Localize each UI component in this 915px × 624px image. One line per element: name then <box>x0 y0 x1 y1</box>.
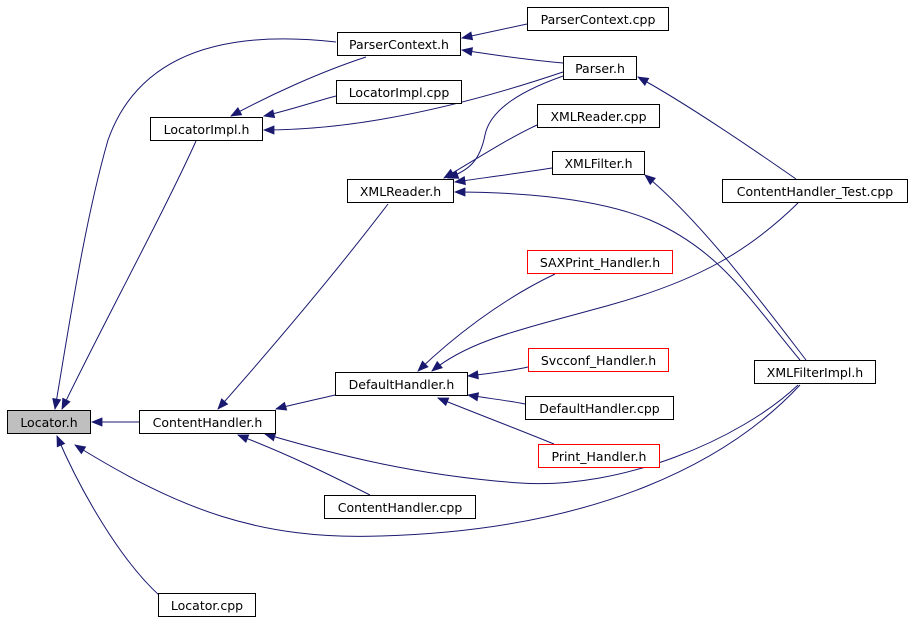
edge-locatorimpl-cpp-to-locatorimpl-h <box>263 95 337 117</box>
edge-parser-h-to-parsercontext-h <box>461 49 564 64</box>
edge-xmlfilter-h-to-xmlreader-h <box>454 167 553 183</box>
edge-defaulthandler-cpp-to-defaulthandler-h-arrowhead <box>466 392 480 402</box>
edge-xmlfilterimpl-h-to-locator-h-arrowhead <box>74 444 87 455</box>
edge-xmlfilter-h-to-xmlreader-h-arrowhead <box>453 175 466 186</box>
edge-locatorimpl-h-to-locator-h-arrowhead <box>61 397 71 410</box>
edge-parsercontext-h-to-locatorimpl-h-arrowhead <box>230 107 243 117</box>
node-locatorimpl-h[interactable]: LocatorImpl.h <box>150 117 263 141</box>
edge-print-handler-h-to-defaulthandler-h <box>437 397 555 445</box>
edge-contenthandler-cpp-to-contenthandler-h-arrowhead <box>236 434 250 444</box>
node-saxprint-handler-h[interactable]: SAXPrint_Handler.h <box>527 250 673 274</box>
edge-xmlfilterimpl-h-to-locator-h <box>74 384 801 537</box>
edge-xmlfilterimpl-h-to-xmlfilter-h <box>644 174 807 361</box>
node-defaulthandler-h[interactable]: DefaultHandler.h <box>335 372 468 396</box>
edge-parsercontext-h-to-locator-h-arrowhead <box>52 397 62 411</box>
node-locatorimpl-cpp[interactable]: LocatorImpl.cpp <box>336 80 462 104</box>
edge-defaulthandler-h-to-contenthandler-h-arrowhead <box>274 401 288 411</box>
node-xmlfilter-h[interactable]: XMLFilter.h <box>552 151 645 175</box>
edge-parser-h-to-xmlreader-h <box>447 72 573 179</box>
node-xmlfilterimpl-h[interactable]: XMLFilterImpl.h <box>754 360 876 384</box>
edge-locator-cpp-to-locator-h-arrowhead <box>56 435 66 448</box>
edge-contenthandler-h-to-locator-h-arrowhead <box>90 417 103 427</box>
edge-xmlfilterimpl-h-to-contenthandler-h <box>264 384 799 485</box>
edge-xmlreader-h-to-contenthandler-h-arrowhead <box>217 398 229 410</box>
edge-parsercontext-h-to-locatorimpl-h <box>230 56 367 117</box>
edge-saxprint-handler-h-to-defaulthandler-h-arrowhead <box>417 360 429 372</box>
node-contenthandler-h[interactable]: ContentHandler.h <box>139 410 276 434</box>
edge-locatorimpl-cpp-to-locatorimpl-h-arrowhead <box>262 109 276 119</box>
edge-svcconf-handler-h-to-defaulthandler-h-arrowhead <box>466 370 479 380</box>
node-parser-h[interactable]: Parser.h <box>563 56 637 80</box>
node-xmlreader-cpp[interactable]: XMLReader.cpp <box>537 104 660 128</box>
edge-xmlfilterimpl-h-to-xmlreader-h <box>454 191 801 361</box>
edge-locatorimpl-h-to-locator-h <box>61 140 197 410</box>
node-locator-cpp[interactable]: Locator.cpp <box>158 593 256 617</box>
node-contenthandler-test-cpp[interactable]: ContentHandler_Test.cpp <box>722 179 908 203</box>
node-svcconf-handler-h[interactable]: Svcconf_Handler.h <box>528 348 669 372</box>
edge-xmlfilterimpl-h-to-xmlfilter-h-arrowhead <box>644 174 656 186</box>
edge-contenthandler-test-cpp-to-defaulthandler-h-arrowhead <box>431 360 443 372</box>
edge-xmlreader-cpp-to-xmlreader-h-arrowhead <box>443 168 456 179</box>
node-parsercontext-h[interactable]: ParserContext.h <box>337 32 461 56</box>
node-locator-h[interactable]: Locator.h <box>7 410 91 434</box>
node-parsercontext-cpp[interactable]: ParserContext.cpp <box>527 7 669 31</box>
node-defaulthandler-cpp[interactable]: DefaultHandler.cpp <box>525 396 674 420</box>
node-print-handler-h[interactable]: Print_Handler.h <box>538 444 660 468</box>
edge-saxprint-handler-h-to-defaulthandler-h <box>417 273 556 372</box>
edge-xmlfilterimpl-h-to-contenthandler-h-arrowhead <box>263 432 277 442</box>
edge-contenthandler-cpp-to-contenthandler-h <box>237 434 371 496</box>
edge-contenthandler-test-cpp-to-parser-h-arrowhead <box>637 76 650 87</box>
edge-contenthandler-test-cpp-to-defaulthandler-h <box>431 202 799 372</box>
edge-xmlfilterimpl-h-to-xmlreader-h-arrowhead <box>453 187 466 197</box>
edge-xmlreader-cpp-to-xmlreader-h <box>443 124 538 179</box>
edge-parsercontext-h-to-locator-h <box>54 38 337 410</box>
edge-parsercontext-cpp-to-parsercontext-h <box>461 23 528 39</box>
edge-parser-h-to-locatorimpl-h-arrowhead <box>262 125 275 135</box>
node-contenthandler-cpp[interactable]: ContentHandler.cpp <box>324 495 476 519</box>
node-xmlreader-h[interactable]: XMLReader.h <box>347 179 454 203</box>
edge-parser-h-to-parsercontext-h-arrowhead <box>460 47 473 57</box>
edge-locator-cpp-to-locator-h <box>56 435 161 597</box>
edge-xmlreader-h-to-contenthandler-h <box>217 203 389 410</box>
edge-contenthandler-test-cpp-to-parser-h <box>637 76 797 180</box>
edge-parsercontext-cpp-to-parsercontext-h-arrowhead <box>460 31 474 41</box>
edge-print-handler-h-to-defaulthandler-h-arrowhead <box>437 397 450 407</box>
edge-parser-h-to-locatorimpl-h <box>263 71 564 131</box>
